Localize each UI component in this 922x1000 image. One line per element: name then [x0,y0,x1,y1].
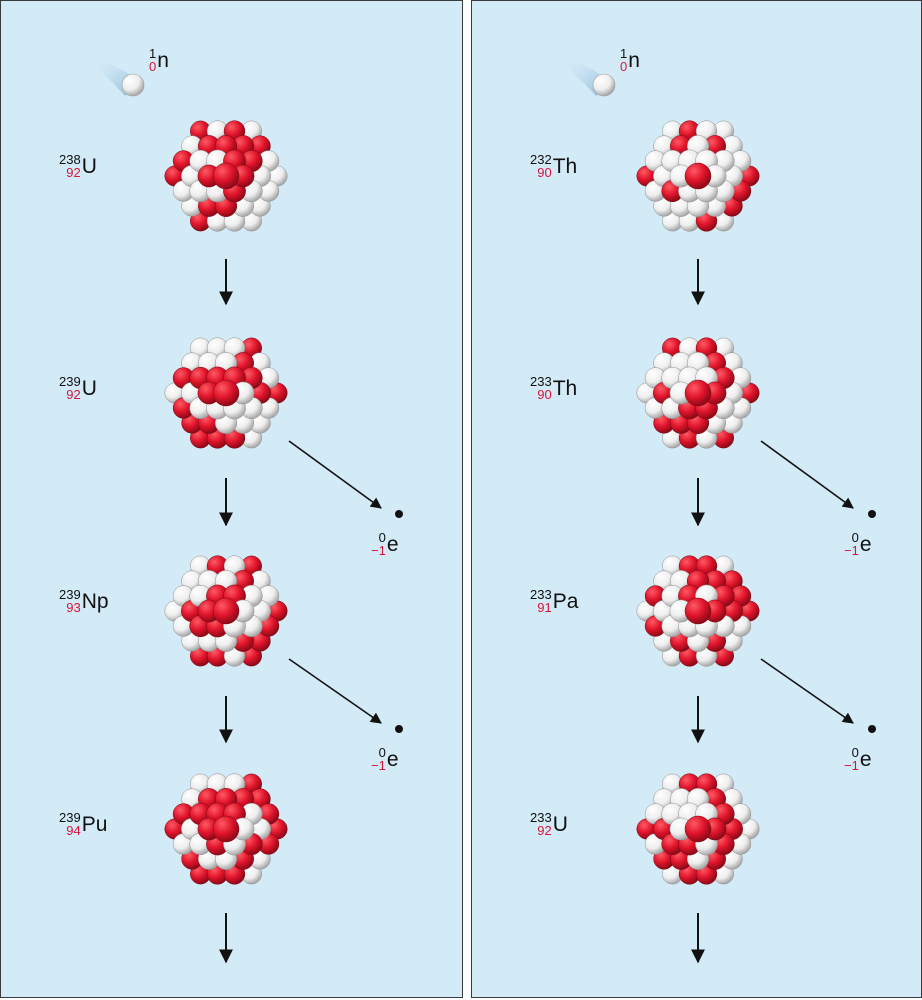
beta-arrow-1 [288,440,382,509]
nucleus-pa233 [636,555,760,667]
nucleus-th233 [636,337,760,449]
proton-ball [212,162,240,190]
proton-ball [684,162,712,190]
nucleus-u233 [636,773,760,885]
nucleus-pu239 [164,773,288,885]
proton-ball [212,379,240,407]
electron-dot-1 [395,510,403,518]
nucleus-np239 [164,555,288,667]
proton-ball [684,379,712,407]
proton-ball [684,815,712,843]
proton-ball [212,597,240,625]
incoming-neutron [97,62,145,97]
beta-arrow-1 [760,440,854,509]
nucleus-u239 [164,337,288,449]
thorium-chain-graphics [568,62,876,964]
proton-ball [212,815,240,843]
nucleus-th232 [636,120,760,232]
uranium-chain-graphics [97,62,403,964]
electron-dot-1 [868,510,876,518]
beta-arrow-2 [288,658,382,724]
incoming-neutron [568,62,616,97]
electron-dot-2 [868,725,876,733]
nucleus-u238 [164,120,288,232]
electron-dot-2 [395,725,403,733]
proton-ball [684,597,712,625]
beta-arrow-2 [760,658,854,724]
